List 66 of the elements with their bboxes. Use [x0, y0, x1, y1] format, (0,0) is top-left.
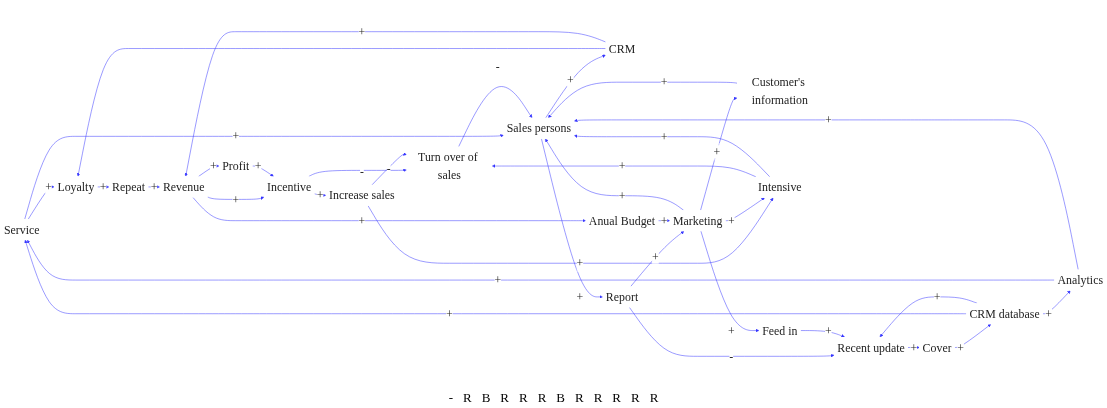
loop-label: R — [462, 390, 472, 406]
edge-label: + — [1045, 307, 1052, 321]
edge-label: + — [209, 159, 217, 173]
edge-label: + — [660, 75, 668, 89]
loop-label: - — [448, 390, 453, 406]
edge-label: + — [99, 180, 107, 194]
loop-label: R — [537, 390, 547, 406]
node-text: CRM — [608, 42, 636, 56]
node-text: Increase sales — [329, 188, 395, 202]
node-text: Cover — [922, 340, 952, 355]
edge-label: + — [232, 129, 240, 143]
edge-label: - — [359, 163, 364, 177]
node-text: Anual Budget — [588, 214, 656, 228]
node-text: Incentive — [267, 180, 312, 194]
node-text: Customer's information — [751, 75, 808, 107]
edge-label: + — [316, 188, 324, 202]
edge-label: + — [358, 214, 366, 228]
edge-label: + — [660, 214, 668, 228]
edge-label: + — [254, 159, 262, 173]
loop-label: R — [631, 390, 640, 406]
node-text: Report — [605, 290, 639, 304]
edge-label: + — [494, 273, 502, 287]
edge-label: + — [445, 307, 453, 321]
edge-label: + — [150, 180, 158, 194]
edge-label: + — [660, 130, 668, 144]
edge-label: + — [358, 25, 366, 39]
loop-label: R — [575, 390, 584, 406]
node-text: Profit — [222, 159, 250, 173]
edge-label: + — [910, 340, 918, 355]
edge-label: + — [652, 250, 659, 264]
loop-label: R — [500, 390, 509, 406]
node-text: Sales persons — [506, 121, 572, 135]
edge-label: + — [567, 73, 574, 87]
edge-label: + — [824, 324, 832, 338]
edge-label: + — [45, 180, 52, 194]
edge-label: + — [824, 113, 832, 127]
edge-label: - — [386, 161, 391, 175]
node-text: CRM database — [969, 307, 1040, 321]
edge-label: - — [729, 349, 734, 363]
edge-label: - — [495, 58, 500, 72]
edge-label: + — [727, 214, 735, 228]
loop-label: B — [556, 390, 565, 406]
node-text: Analytics — [1057, 273, 1104, 287]
loop-label: R — [519, 390, 528, 406]
edge-label: + — [576, 256, 584, 270]
node-text: Loyalty — [57, 180, 95, 194]
node-text: Repeat — [112, 180, 146, 194]
node-text: Recent update — [837, 340, 905, 355]
edge-label: + — [618, 159, 626, 173]
node-text: Intensive — [758, 180, 802, 194]
edge-label: + — [727, 324, 735, 338]
edge-label: + — [713, 145, 721, 159]
node-text: Turn over of sales — [418, 150, 478, 182]
loop-label: R — [612, 390, 621, 406]
node-text: Marketing — [672, 214, 723, 228]
node-text: Revenue — [162, 180, 205, 194]
node-text: Feed in — [762, 324, 798, 338]
edge-label: + — [933, 290, 941, 304]
edge-label: + — [232, 192, 240, 206]
loop-label: R — [593, 390, 603, 406]
edge-label: + — [618, 189, 626, 203]
edge-label: + — [576, 290, 584, 304]
node-text: Service — [3, 222, 40, 237]
edge-label: + — [957, 340, 964, 355]
loop-label: R — [649, 390, 659, 406]
loop-label: B — [481, 390, 491, 406]
